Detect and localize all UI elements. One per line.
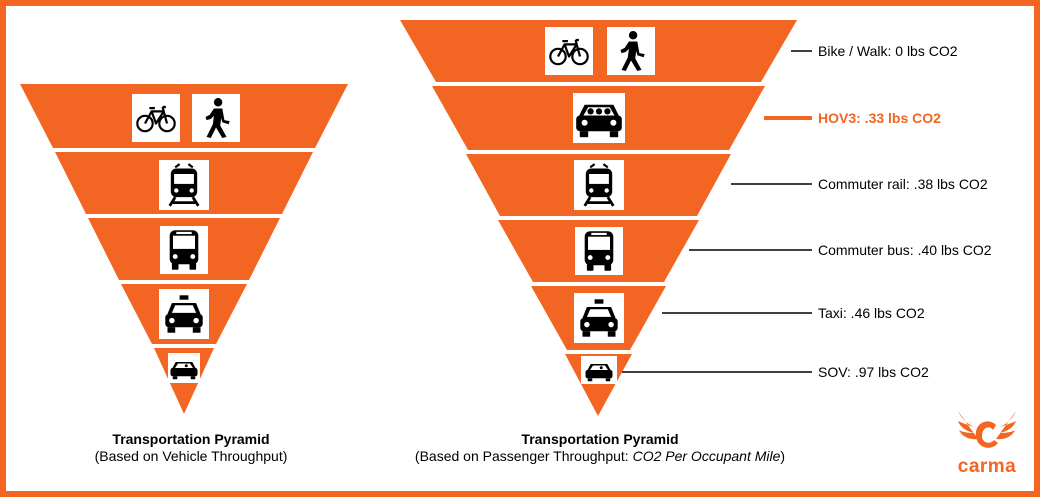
bus-icon [169, 230, 199, 270]
carma-logo-text: carma [957, 456, 1017, 477]
left-pyramid-subtitle: (Based on Vehicle Throughput) [94, 448, 288, 464]
right-pyramid-subtitle: (Based on Passenger Throughput: CO2 Per … [414, 448, 786, 464]
tier-label-commuter-rail: Commuter rail: .38 lbs CO2 [818, 176, 988, 192]
tier-label-commuter-bus: Commuter bus: .40 lbs CO2 [818, 242, 992, 258]
tier-label-bike-walk: Bike / Walk: 0 lbs CO2 [818, 43, 958, 59]
carma-logo-icon [958, 411, 1016, 448]
bus-icon [584, 231, 614, 271]
left-pyramid [20, 84, 348, 414]
right-pyramid-title: Transportation Pyramid [521, 431, 679, 447]
right-pyramid [400, 20, 797, 416]
left-pyramid-caption: Transportation Pyramid (Based on Vehicle… [36, 431, 346, 465]
right-tier-1 [400, 20, 797, 82]
tier-label-hov3: HOV3: .33 lbs CO2 [818, 110, 941, 126]
tier-label-sov: SOV: .97 lbs CO2 [818, 364, 929, 380]
left-tier-1 [20, 84, 348, 148]
left-pyramid-title: Transportation Pyramid [112, 431, 270, 447]
right-pyramid-caption: Transportation Pyramid (Based on Passeng… [380, 431, 820, 465]
label-connectors [622, 50, 812, 373]
tier-label-taxi: Taxi: .46 lbs CO2 [818, 305, 925, 321]
